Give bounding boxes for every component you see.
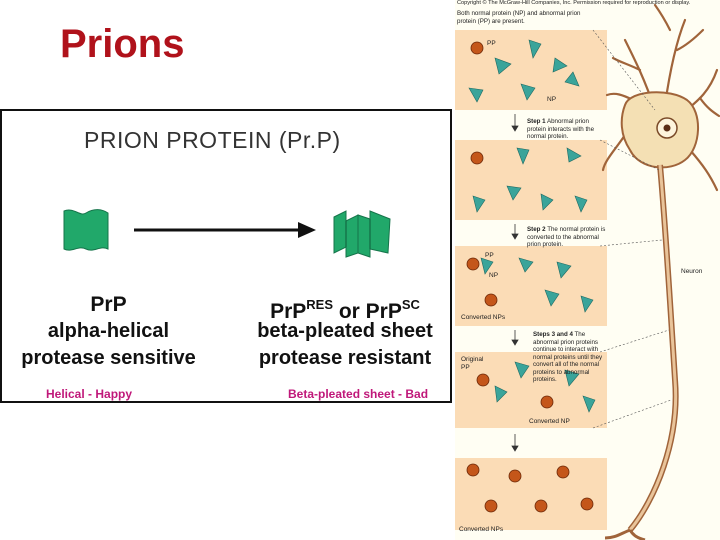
- prp-structure: alpha-helical: [47, 320, 170, 342]
- prp-sensitivity: protease sensitive: [21, 347, 196, 369]
- prp-name: PrP: [90, 293, 127, 316]
- step2-description: The normal protein is converted to the a…: [527, 226, 606, 248]
- intro-text: Both normal protein (NP) and abnormal pr…: [457, 10, 581, 25]
- prp-sc-base: PrP: [365, 300, 402, 323]
- label-np: NP: [547, 96, 557, 103]
- label-converted-nps: Converted NPs: [461, 314, 506, 321]
- prion-protein-panel: PRION PROTEIN (Pr.P) PrP alpha-helical p…: [0, 109, 452, 403]
- prp-sc-sensitivity: protease resistant: [258, 347, 432, 369]
- beta-sheet-caption: Beta-pleated sheet - Bad: [288, 387, 429, 401]
- alpha-helix-protein-icon: [63, 209, 109, 251]
- conversion-arrow-icon: [134, 222, 316, 238]
- step34-description: The abnormal prion proteins continue to …: [533, 331, 603, 383]
- beta-sheet-protein-icon: [333, 210, 391, 258]
- label-neuron: Neuron: [681, 268, 703, 275]
- label-np-2: NP: [489, 272, 499, 279]
- neuron-figure: Copyright © The McGraw-Hill Companies, I…: [455, 0, 720, 540]
- label-pp-2: PP: [485, 252, 494, 259]
- copyright-notice: Copyright © The McGraw-Hill Companies, I…: [457, 0, 691, 6]
- prp-sc-superscript: SC: [401, 297, 420, 312]
- prp-res-base: PrP: [270, 300, 307, 323]
- prp-res-superscript: RES: [306, 297, 333, 312]
- label-original-pp: PP: [461, 364, 470, 371]
- figure-band-4: [455, 352, 607, 428]
- prp-connector: or: [333, 300, 366, 323]
- prp-sc-structure: beta-pleated sheet: [257, 320, 433, 342]
- neuron-illustration: [466, 3, 720, 540]
- helical-caption: Helical - Happy: [46, 387, 133, 401]
- step34-text: Steps 3 and 4 The abnormal prion protein…: [533, 331, 609, 384]
- step2-title: Step 2: [527, 226, 546, 233]
- label-pp: PP: [487, 40, 496, 47]
- prp-res-sc-name: PrPRES or PrPSC: [242, 291, 448, 325]
- slide-title: Prions: [60, 22, 185, 66]
- step1-text: Step 1 Abnormal prion protein interacts …: [527, 118, 607, 141]
- figure-band-5: [455, 458, 607, 530]
- step34-title: Steps 3 and 4: [533, 331, 573, 338]
- step1-description: Abnormal prion protein interacts with th…: [527, 118, 595, 140]
- label-converted-np: Converted NP: [529, 418, 570, 425]
- figure-band-3: [455, 246, 607, 326]
- step1-title: Step 1: [527, 118, 546, 125]
- step2-text: Step 2 The normal protein is converted t…: [527, 226, 607, 249]
- label-converted-nps-final: Converted NPs: [459, 526, 504, 533]
- prion-protein-heading: PRION PROTEIN (Pr.P): [84, 127, 341, 153]
- label-original: Original: [461, 356, 484, 363]
